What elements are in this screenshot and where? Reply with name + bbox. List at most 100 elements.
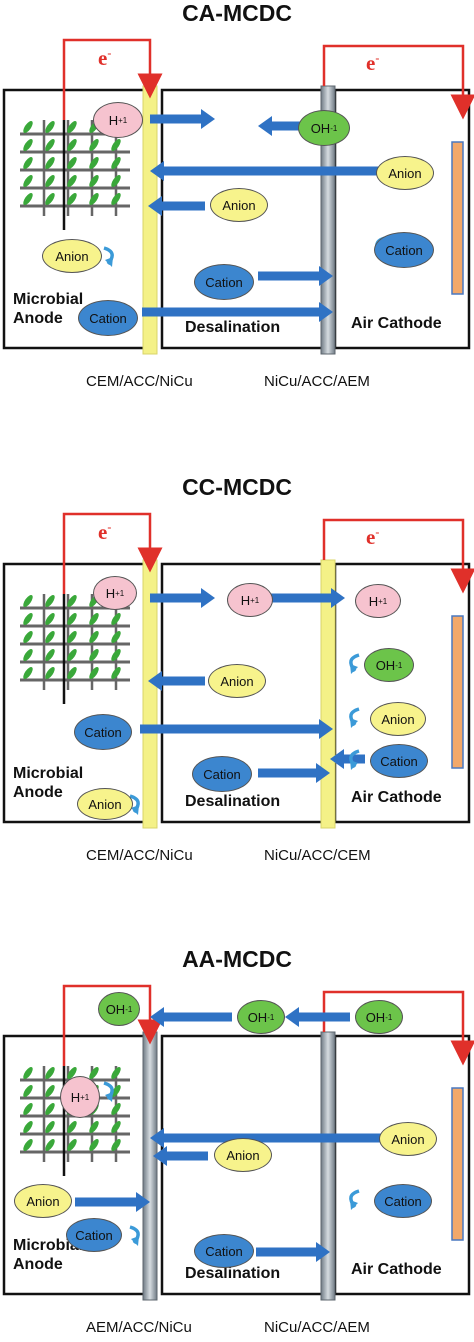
ion-retention-arrow bbox=[349, 1189, 360, 1210]
ion-symbol: Anion bbox=[388, 165, 422, 181]
ion-transport-arrow bbox=[148, 671, 205, 691]
cation-cathode: Cation bbox=[374, 1184, 432, 1218]
ion-transport-arrow bbox=[150, 588, 215, 608]
electron-wire-right bbox=[322, 518, 474, 594]
cation-middle: Cation bbox=[194, 1234, 254, 1268]
ion-retention-arrow bbox=[129, 1225, 140, 1246]
ion-symbol: OH bbox=[375, 657, 396, 673]
electron-label-left: e- bbox=[98, 46, 111, 71]
anion-anode: Anion bbox=[42, 239, 102, 273]
ion-transport-arrow bbox=[150, 161, 384, 181]
electron-wire-right bbox=[322, 990, 474, 1066]
h-ion: H+1 bbox=[93, 102, 143, 138]
anion-cathode: Anion bbox=[376, 156, 434, 190]
cation-middle: Cation bbox=[192, 756, 252, 792]
electron-symbol: e bbox=[98, 46, 108, 70]
ion-transport-arrow bbox=[270, 588, 345, 608]
cation-middle: Cation bbox=[194, 264, 254, 300]
electron-charge: - bbox=[375, 525, 380, 539]
desalination-label: Desalination bbox=[185, 319, 281, 336]
cation-cathode: Cation bbox=[374, 232, 434, 268]
anion-middle: Anion bbox=[210, 188, 268, 222]
anion-middle: Anion bbox=[214, 1138, 272, 1172]
h-ion-middle: H+1 bbox=[227, 583, 273, 617]
ion-retention-arrow bbox=[349, 653, 360, 674]
panel-title: CC-MCDC bbox=[182, 474, 292, 500]
anion-anode: Anion bbox=[14, 1184, 72, 1218]
ion-symbol: Cation bbox=[75, 1227, 113, 1243]
oh-ion-anode: OH-1 bbox=[98, 992, 140, 1026]
electron-symbol: e bbox=[98, 520, 108, 544]
cation-anode: Cation bbox=[74, 714, 132, 750]
anode-label: Microbial Anode bbox=[13, 1237, 84, 1273]
cathode-electrode bbox=[451, 141, 464, 295]
cathode-electrode bbox=[451, 615, 464, 769]
electron-label-right: e- bbox=[366, 525, 379, 550]
electron-label-left: e- bbox=[98, 520, 111, 545]
ion-symbol: Cation bbox=[205, 274, 243, 290]
ion-transport-arrow bbox=[140, 719, 333, 739]
ion-symbol: OH bbox=[365, 1009, 386, 1025]
ion-symbol: H bbox=[108, 112, 119, 128]
ion-transport-arrow bbox=[150, 1128, 384, 1148]
right-membrane bbox=[320, 85, 336, 355]
anion-cathode: Anion bbox=[379, 1122, 437, 1156]
ion-symbol: Anion bbox=[55, 248, 89, 264]
ion-transport-arrow bbox=[75, 1192, 150, 1212]
right-membrane-label: NiCu/ACC/AEM bbox=[264, 373, 370, 390]
left-membrane-label: CEM/ACC/NiCu bbox=[86, 847, 193, 864]
ion-symbol: Cation bbox=[384, 1193, 422, 1209]
ion-charge: +1 bbox=[118, 115, 128, 125]
ion-transport-arrow bbox=[258, 763, 330, 783]
panel-title: AA-MCDC bbox=[182, 946, 292, 972]
ion-transport-arrow bbox=[153, 1146, 208, 1166]
ion-charge: -1 bbox=[267, 1012, 275, 1022]
ion-charge: +1 bbox=[80, 1092, 90, 1102]
electron-charge: - bbox=[107, 520, 112, 534]
left-membrane-label: CEM/ACC/NiCu bbox=[86, 373, 193, 390]
ion-symbol: Anion bbox=[381, 711, 415, 727]
ion-symbol: Anion bbox=[222, 197, 256, 213]
cathode-label: Air Cathode bbox=[351, 789, 442, 806]
cell-schematic bbox=[2, 38, 474, 355]
ion-charge: -1 bbox=[385, 1012, 393, 1022]
electron-symbol: e bbox=[366, 525, 376, 549]
cathode-chamber bbox=[333, 88, 471, 350]
ion-retention-arrow bbox=[103, 246, 114, 267]
cathode-chamber bbox=[333, 1034, 471, 1296]
ion-retention-arrow bbox=[129, 794, 140, 815]
cathode-electrode bbox=[451, 1087, 464, 1241]
right-membrane bbox=[320, 559, 336, 829]
ion-transport-arrow bbox=[285, 1007, 350, 1027]
ion-retention-arrow bbox=[349, 707, 360, 728]
ion-symbol: Cation bbox=[89, 310, 127, 326]
ion-retention-arrow bbox=[349, 749, 360, 770]
ion-symbol: Anion bbox=[26, 1193, 60, 1209]
h-ion: H+1 bbox=[60, 1076, 100, 1118]
electron-wire-left bbox=[62, 984, 163, 1066]
ion-symbol: Cation bbox=[205, 1243, 243, 1259]
desalination-label: Desalination bbox=[185, 1265, 281, 1282]
ion-symbol: OH bbox=[105, 1001, 126, 1017]
oh-ion: OH-1 bbox=[364, 648, 414, 682]
ion-symbol: Cation bbox=[385, 242, 423, 258]
cathode-label: Air Cathode bbox=[351, 315, 442, 332]
ion-retention-arrow bbox=[103, 1081, 114, 1102]
ion-symbol: Anion bbox=[391, 1131, 425, 1147]
electron-label-right: e- bbox=[366, 51, 379, 76]
ion-transport-arrow bbox=[150, 109, 215, 129]
anode-electrode-icon bbox=[20, 120, 130, 230]
anode-electrode-icon bbox=[20, 594, 130, 704]
electron-wire-left bbox=[62, 512, 163, 594]
electron-symbol: e bbox=[366, 51, 376, 75]
anion-middle: Anion bbox=[208, 664, 266, 698]
left-membrane bbox=[142, 1031, 158, 1301]
cation-anode: Cation bbox=[66, 1218, 122, 1252]
cathode-label: Air Cathode bbox=[351, 1261, 442, 1278]
electron-charge: - bbox=[375, 51, 380, 65]
ion-symbol: Anion bbox=[220, 673, 254, 689]
ion-transport-arrow bbox=[330, 749, 365, 769]
ion-charge: +1 bbox=[115, 588, 125, 598]
cation-anode: Cation bbox=[78, 300, 138, 336]
